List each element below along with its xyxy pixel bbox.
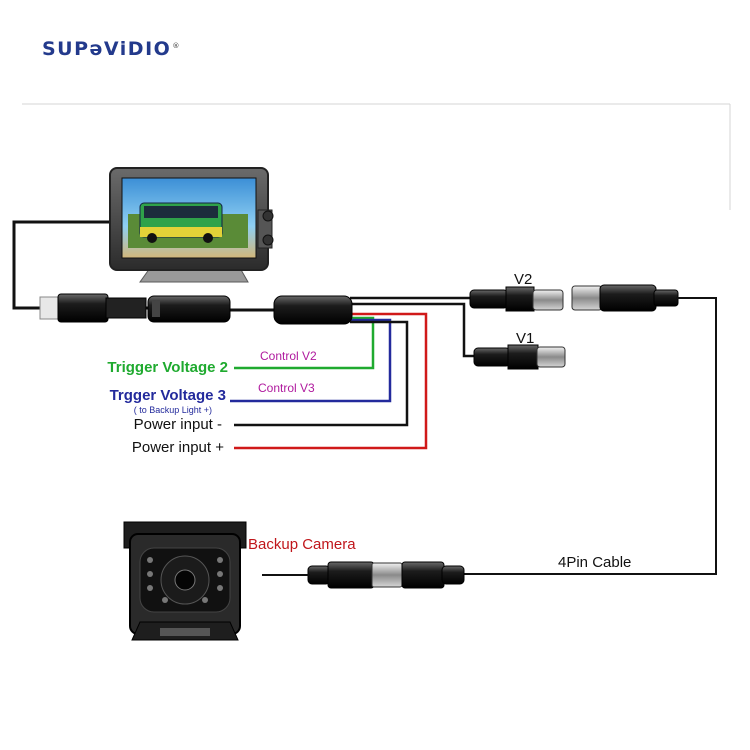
label-4pin-cable: 4Pin Cable (558, 554, 631, 571)
wire-red (234, 312, 428, 450)
power-connector-right (147, 295, 231, 323)
cable-to-v1 (352, 302, 478, 358)
v1-connector (473, 344, 566, 370)
label-control-v3: Control V3 (258, 381, 315, 395)
label-backup-camera: Backup Camera (248, 536, 356, 553)
label-trigger-voltage-3: Trgger Voltage 3 (110, 387, 226, 404)
wire-blue (230, 318, 392, 403)
label-v1: V1 (516, 330, 534, 347)
four-pin-cable (462, 297, 717, 575)
wire-green (234, 316, 375, 370)
label-v2: V2 (514, 271, 532, 288)
camera-connector (307, 561, 465, 589)
junction-connector (273, 295, 353, 325)
registered-mark: ® (172, 41, 180, 50)
label-power-input-positive: Power input + (132, 439, 224, 456)
label-control-v2: Control V2 (260, 349, 317, 363)
power-connector-left (39, 293, 147, 323)
v2-connector (469, 286, 564, 312)
backup-camera (123, 521, 247, 641)
monitor (109, 167, 274, 283)
brand-logo: SUPəViDIO® (42, 38, 179, 60)
label-trigger-voltage-2: Trigger Voltage 2 (107, 359, 228, 376)
monitor-cable (12, 220, 128, 310)
wire-black (234, 320, 409, 427)
label-power-input-negative: Power input - (134, 416, 222, 433)
brand-name: SUPəViDIO (42, 38, 172, 60)
label-trigger-3-note: ( to Backup Light +) (134, 405, 212, 415)
cable-connector-male (571, 284, 679, 312)
